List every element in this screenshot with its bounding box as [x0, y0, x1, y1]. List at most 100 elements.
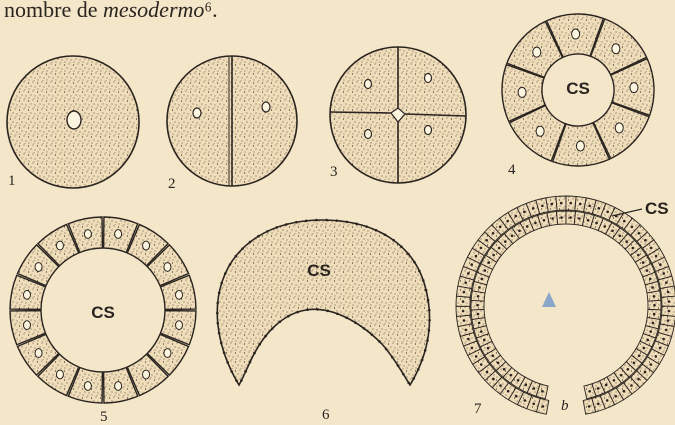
stage-7-inner-nucleus	[649, 330, 652, 333]
stage-7-inner-nucleus	[503, 368, 506, 371]
stage-6-nucleus	[315, 219, 318, 222]
stage-3-four-cell: 3	[330, 47, 466, 183]
stage-7-inner-nucleus	[543, 219, 546, 222]
stage-6-nucleus	[326, 310, 329, 313]
stage-6-nucleus	[402, 373, 405, 376]
stage-7-outer-nucleus	[606, 399, 609, 402]
stage-5-nucleus	[23, 321, 30, 330]
stage-7-outer-nucleus	[644, 371, 647, 374]
stage-7-outer-nucleus	[475, 355, 478, 358]
stage-6-nucleus	[425, 289, 428, 292]
stage-7-late-gastrula: CS b 7	[456, 196, 675, 417]
stage-7-inner-nucleus	[478, 322, 481, 325]
stage-7-inner-nucleus	[491, 354, 494, 357]
stage-7-outer-nucleus	[614, 395, 617, 398]
stage-6-nucleus	[354, 321, 357, 324]
stage-5-nucleus	[115, 382, 122, 391]
stage-7-outer-nucleus	[569, 202, 572, 205]
stage-5-nucleus	[176, 291, 183, 300]
stage-7-outer-nucleus	[492, 232, 495, 235]
stage-7-outer-nucleus	[631, 226, 634, 229]
stage-6-nucleus	[258, 343, 261, 346]
stage-5-nucleus	[84, 382, 91, 391]
stage-6-nucleus	[249, 361, 252, 364]
stage-6-nucleus	[384, 233, 387, 236]
stage-7-outer-nucleus	[464, 281, 467, 284]
stage-7-outer-nucleus	[523, 211, 526, 214]
stage-6-nucleus	[375, 229, 378, 232]
stage-7-inner-nucleus	[478, 286, 481, 289]
stage-7-inner-nucleus	[653, 295, 656, 298]
stage-7-outer-nucleus	[492, 378, 495, 381]
stage-6-nucleus	[275, 226, 278, 229]
stage-7-outer-nucleus	[465, 329, 468, 332]
stage-6-nucleus	[385, 348, 388, 351]
stage-7-outer-nucleus	[659, 263, 662, 266]
stage-7-outer-nucleus	[467, 272, 470, 275]
stage-7-inner-nucleus	[526, 225, 529, 228]
stage-7-outer-nucleus	[665, 281, 668, 284]
stage-7-outer-nucleus	[475, 255, 478, 258]
stage-7-outer-nucleus	[532, 403, 535, 406]
stage-7-outer-nucleus	[462, 310, 465, 313]
stage-7-outer-nucleus	[470, 263, 473, 266]
stage-7-inner-nucleus	[560, 216, 563, 219]
figure-number-6: 6	[322, 407, 330, 423]
stage-7-inner-nucleus	[587, 219, 590, 222]
stage-6-nucleus	[220, 282, 223, 285]
stage-6-nucleus	[218, 332, 221, 335]
stage-6-nucleus	[264, 335, 267, 338]
stage-7-inner-nucleus	[533, 387, 536, 390]
stage-7-outer-nucleus	[597, 403, 600, 406]
stage-7-outer-nucleus	[515, 395, 518, 398]
stage-7-inner-nucleus	[653, 304, 656, 307]
stage-7-inner-nucleus	[633, 361, 636, 364]
pointer-label-b: b	[561, 398, 569, 414]
stage-6-nucleus	[216, 312, 219, 315]
stage-6-nucleus	[397, 364, 400, 367]
stage-7-inner-nucleus	[652, 322, 655, 325]
stage-7-outer-nucleus	[550, 203, 553, 206]
stage-4-nucleus	[518, 87, 526, 97]
stage-7-inner-nucleus	[504, 240, 507, 243]
figure-number-2: 2	[168, 176, 176, 192]
stage-6-nucleus	[271, 327, 274, 330]
stage-7-inner-nucleus	[597, 387, 600, 390]
stage-5-nucleus	[115, 230, 122, 239]
stage-7-inner-nucleus	[611, 229, 614, 232]
stage-7-inner-nucleus	[484, 269, 487, 272]
stage-7-outer-nucleus	[662, 272, 665, 275]
stage-6-nucleus	[336, 312, 339, 315]
stage-6-nucleus	[220, 342, 223, 345]
stage-6-nucleus	[427, 299, 430, 302]
stage-7-outer-nucleus	[655, 355, 658, 358]
stage-6-nucleus	[216, 302, 219, 305]
stage-7-inner-nucleus	[477, 313, 480, 316]
stage-6-nucleus	[413, 261, 416, 264]
stage-6-nucleus	[426, 339, 429, 342]
stage-7-inner-nucleus	[625, 240, 628, 243]
stage-6-nucleus	[428, 309, 431, 312]
stage-7-inner-nucleus	[627, 368, 630, 371]
stage-7-inner-nucleus	[569, 216, 572, 219]
stage-7-inner-nucleus	[492, 254, 495, 257]
stage-7-outer-nucleus	[485, 239, 488, 242]
figure-number-3: 3	[330, 164, 338, 180]
stage-6-nucleus	[391, 356, 394, 359]
stage-7-outer-nucleus	[668, 310, 671, 313]
stage-6-nucleus	[226, 361, 229, 364]
stage-6-nucleus	[355, 223, 358, 226]
stage-7-outer-nucleus	[480, 247, 483, 250]
stage-7-inner-nucleus	[638, 354, 641, 357]
stage-7-outer-nucleus	[638, 232, 641, 235]
stage-7-outer-nucleus	[649, 363, 652, 366]
stage-7-outer-nucleus	[668, 300, 671, 303]
stage-6-nucleus	[295, 221, 298, 224]
stage-6-nucleus	[229, 263, 232, 266]
stage-7-inner-nucleus	[510, 374, 513, 377]
stage-7-outer-nucleus	[667, 291, 670, 294]
stage-6-nucleus	[412, 377, 415, 380]
stage-5-nucleus	[35, 263, 42, 272]
stage-7-inner-nucleus	[578, 217, 581, 220]
